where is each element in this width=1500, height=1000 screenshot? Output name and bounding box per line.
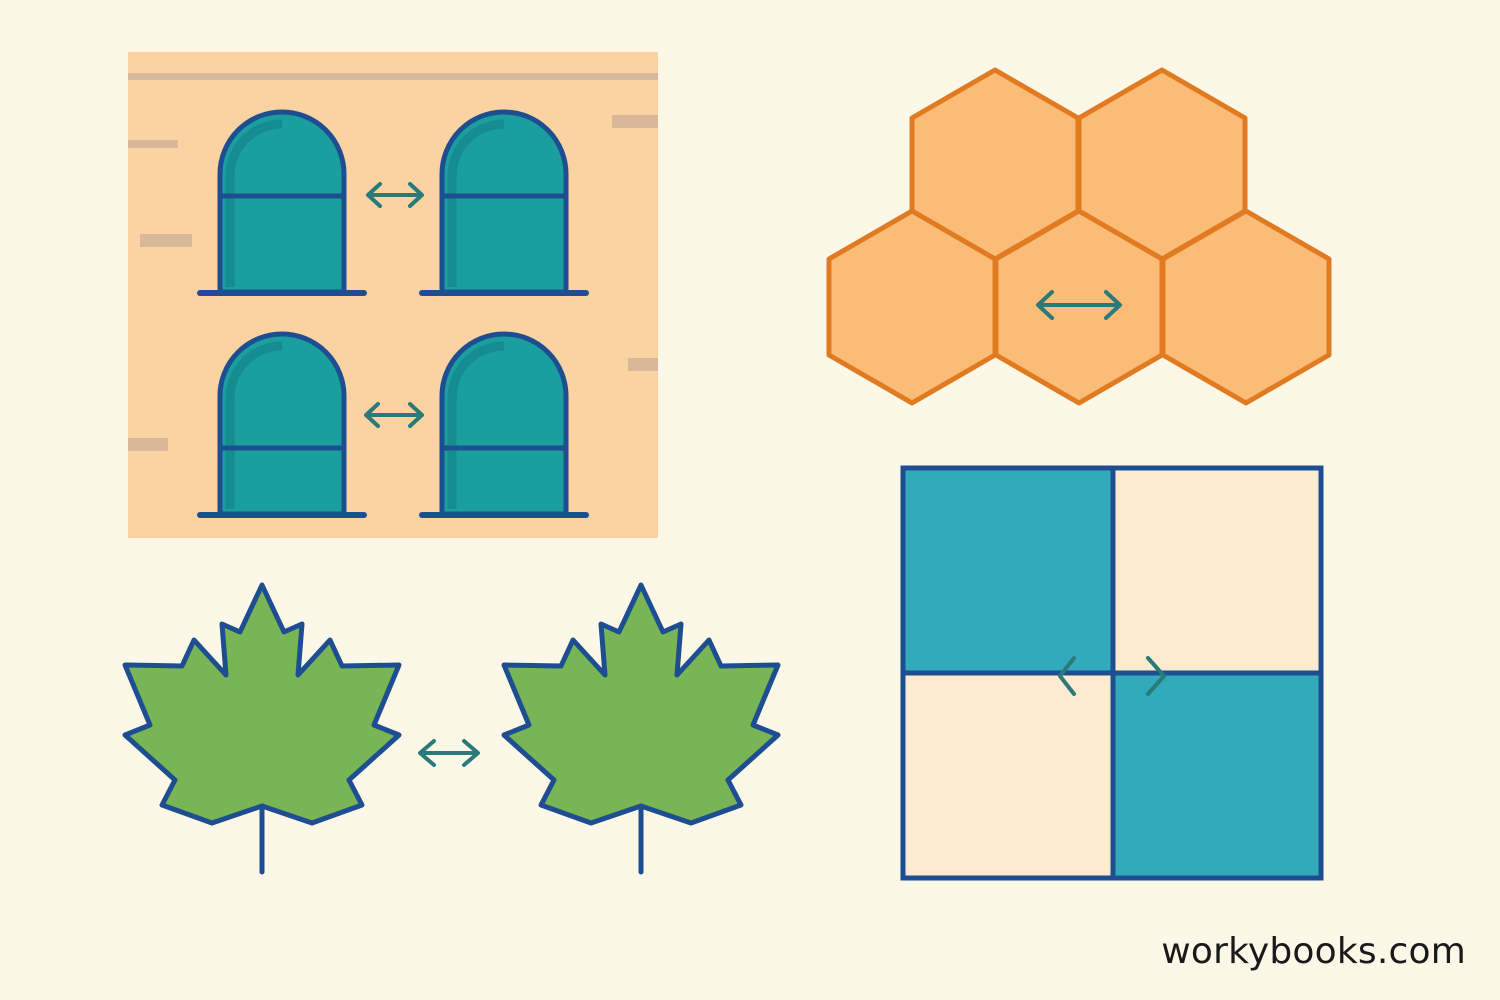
double-arrow-icon <box>418 739 480 767</box>
maple-leaf-icon <box>501 582 781 875</box>
window-bottom-right <box>419 331 589 518</box>
tile-bottom-left <box>903 673 1113 878</box>
tile-top-left <box>903 468 1113 673</box>
double-arrow-icon <box>1036 290 1122 320</box>
tile-bottom-right <box>1113 673 1321 878</box>
chevron-left-icon <box>1058 656 1076 696</box>
maple-leaf-icon <box>122 582 402 875</box>
maple-leaves-panel <box>122 582 781 875</box>
honeycomb-panel <box>826 67 1332 406</box>
checker-square-panel <box>900 465 1324 881</box>
window-bottom-left <box>197 331 367 518</box>
double-arrow-icon <box>364 402 424 428</box>
double-arrow-icon <box>366 182 424 208</box>
building-cornice <box>128 73 658 80</box>
tile-top-right <box>1113 468 1321 673</box>
chevron-right-icon <box>1146 656 1166 696</box>
building-panel <box>128 52 658 538</box>
window-top-right <box>419 109 589 296</box>
window-top-left <box>197 109 367 296</box>
wall-bricks <box>128 115 658 451</box>
watermark: workybooks.com <box>1161 931 1466 972</box>
hexagon <box>1160 208 1332 406</box>
